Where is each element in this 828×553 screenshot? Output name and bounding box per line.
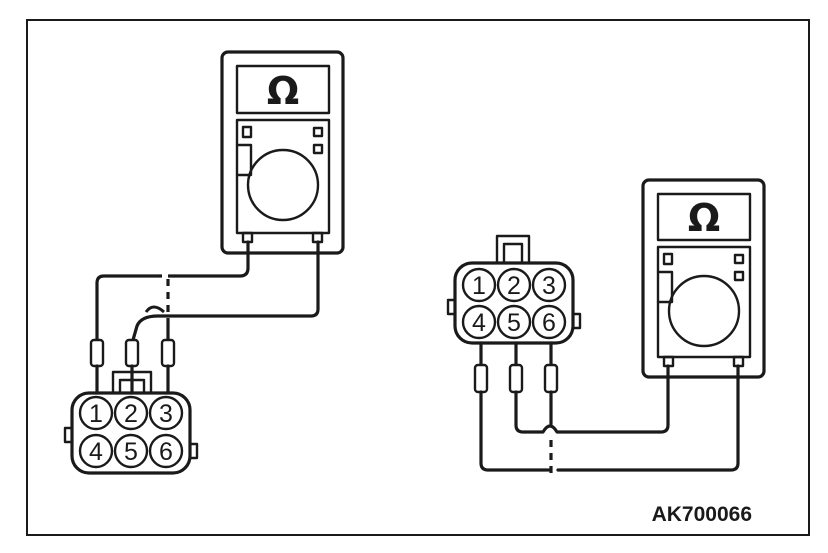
left-ohmmeter: Ω bbox=[220, 50, 345, 255]
right-pin-4: 4 bbox=[472, 309, 486, 337]
left-meter-dial bbox=[246, 148, 320, 222]
left-wires bbox=[95, 240, 320, 342]
left-meter-symbol: Ω bbox=[267, 69, 299, 113]
left-pin-5: 5 bbox=[124, 438, 138, 466]
right-probe-6 bbox=[543, 363, 559, 394]
right-pin-3: 3 bbox=[542, 272, 556, 300]
left-probe-2 bbox=[124, 338, 140, 368]
left-pin-3: 3 bbox=[159, 400, 173, 428]
left-pin-2: 2 bbox=[124, 400, 138, 428]
right-pin-6: 6 bbox=[542, 309, 556, 337]
figure-code: AK700066 bbox=[652, 503, 752, 526]
right-probe-5 bbox=[508, 363, 524, 394]
left-connector: 1 2 3 4 5 6 bbox=[63, 370, 199, 475]
right-pin-2: 2 bbox=[507, 272, 521, 300]
right-meter-dial bbox=[667, 274, 741, 348]
left-pin-1: 1 bbox=[89, 400, 103, 428]
diagram-frame bbox=[26, 19, 810, 536]
left-probe-3 bbox=[160, 338, 176, 368]
right-pin-5: 5 bbox=[507, 309, 521, 337]
right-probes bbox=[473, 341, 559, 394]
left-pin-4: 4 bbox=[89, 438, 103, 466]
right-pin-1: 1 bbox=[472, 272, 486, 300]
right-probe-4 bbox=[473, 363, 489, 394]
right-wires bbox=[479, 364, 740, 478]
right-connector: 1 2 3 4 5 6 bbox=[446, 234, 582, 345]
left-probes bbox=[89, 338, 176, 395]
right-meter-symbol: Ω bbox=[688, 196, 720, 240]
right-ohmmeter: Ω bbox=[641, 178, 766, 379]
left-pin-6: 6 bbox=[159, 438, 173, 466]
left-probe-1 bbox=[89, 338, 105, 368]
